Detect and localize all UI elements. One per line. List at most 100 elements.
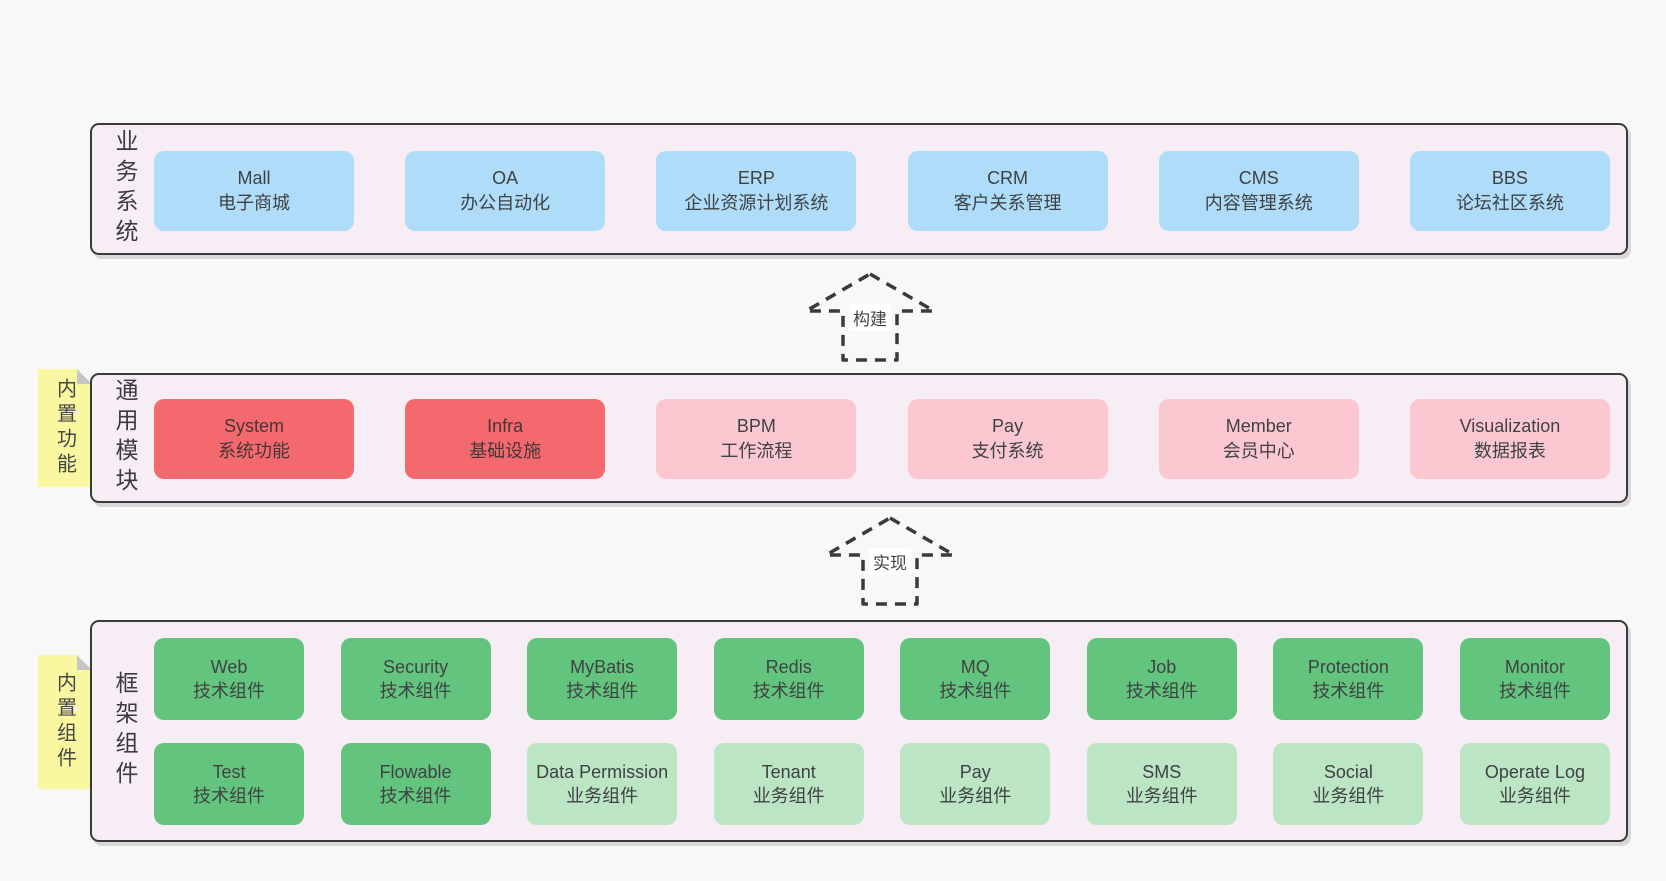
box-title: OA xyxy=(492,168,519,188)
box-title: CRM xyxy=(987,168,1029,188)
box-subtitle: 客户关系管理 xyxy=(953,193,1062,213)
box-title: Test xyxy=(212,762,246,782)
box-title: Mall xyxy=(237,168,271,188)
box-subtitle: 技术组件 xyxy=(379,786,452,806)
box-subtitle: 业务组件 xyxy=(1498,786,1571,806)
box-subtitle: 技术组件 xyxy=(752,681,825,701)
box-operate-log: Operate Log 业务组件 xyxy=(1459,743,1610,825)
box-title: BBS xyxy=(1491,168,1528,188)
box-subtitle: 会员中心 xyxy=(1222,441,1295,461)
business-boxes-row: Mall 电子商城 OA 办公自动化 ERP 企业资源计划系统 CRM 客户关系… xyxy=(154,151,1610,231)
box-title: Job xyxy=(1147,657,1177,677)
box-subtitle: 技术组件 xyxy=(379,681,452,701)
box-title: Member xyxy=(1225,416,1292,436)
build-arrow: 构建 xyxy=(802,271,938,363)
box-mybatis: MyBatis 技术组件 xyxy=(527,638,678,720)
box-subtitle: 业务组件 xyxy=(752,786,825,806)
box-subtitle: 论坛社区系统 xyxy=(1455,193,1564,213)
modules-boxes-row: System 系统功能 Infra 基础设施 BPM 工作流程 Pay 支付系统… xyxy=(154,399,1610,479)
box-subtitle: 电子商城 xyxy=(218,193,290,213)
box-subtitle: 内容管理系统 xyxy=(1204,193,1313,213)
box-subtitle: 企业资源计划系统 xyxy=(684,193,829,213)
box-title: Social xyxy=(1323,762,1373,782)
box-subtitle: 业务组件 xyxy=(939,786,1012,806)
components-row-1: Web 技术组件 Security 技术组件 MyBatis 技术组件 Redi… xyxy=(154,638,1610,720)
components-row-2: Test 技术组件 Flowable 技术组件 Data Permission … xyxy=(154,743,1610,825)
box-title: ERP xyxy=(737,168,775,188)
business-layer-label: 业务系统 xyxy=(112,129,138,249)
sticky-note-label: 内置组件 xyxy=(53,672,76,772)
box-subtitle: 工作流程 xyxy=(720,441,793,461)
implement-arrow-label: 实现 xyxy=(869,548,911,575)
framework-components-layer: 框架组件 Web 技术组件 Security 技术组件 MyBatis 技术组件… xyxy=(90,620,1628,842)
box-protection: Protection 技术组件 xyxy=(1273,638,1424,720)
box-subtitle: 技术组件 xyxy=(1312,681,1385,701)
box-title: Data Permission xyxy=(536,762,669,782)
up-arrow-icon xyxy=(824,516,956,606)
box-title: Pay xyxy=(992,416,1024,436)
box-title: System xyxy=(223,416,284,436)
business-systems-layer: 业务系统 Mall 电子商城 OA 办公自动化 ERP 企业资源计划系统 CRM… xyxy=(90,123,1628,255)
modules-layer-label: 通用模块 xyxy=(112,378,138,498)
box-oa: OA 办公自动化 xyxy=(405,151,606,231)
box-title: BPM xyxy=(736,416,776,436)
box-subtitle: 技术组件 xyxy=(193,786,265,806)
sticky-note-built-in-components: 内置组件 xyxy=(38,655,92,789)
box-test: Test 技术组件 xyxy=(154,743,304,825)
box-title: Tenant xyxy=(761,762,816,782)
box-social: Social 业务组件 xyxy=(1273,743,1424,825)
box-tenant: Tenant 业务组件 xyxy=(713,743,864,825)
box-subtitle: 业务组件 xyxy=(566,786,639,806)
box-redis: Redis 技术组件 xyxy=(713,638,864,720)
box-subtitle: 技术组件 xyxy=(566,681,639,701)
box-title: Visualization xyxy=(1459,416,1561,436)
box-title: Infra xyxy=(487,416,524,436)
box-subtitle: 支付系统 xyxy=(971,441,1044,461)
box-subtitle: 技术组件 xyxy=(939,681,1012,701)
box-subtitle: 业务组件 xyxy=(1312,786,1385,806)
box-infra: Infra 基础设施 xyxy=(405,399,606,479)
box-bbs: BBS 论坛社区系统 xyxy=(1409,151,1610,231)
implement-arrow: 实现 xyxy=(822,515,958,607)
box-subtitle: 技术组件 xyxy=(193,681,265,701)
box-title: MQ xyxy=(960,657,990,677)
components-layer-label: 框架组件 xyxy=(112,671,138,791)
box-title: Flowable xyxy=(379,762,452,782)
box-title: Web xyxy=(210,657,248,677)
box-crm: CRM 客户关系管理 xyxy=(907,151,1108,231)
box-title: CMS xyxy=(1238,168,1279,188)
box-sms: SMS 业务组件 xyxy=(1086,743,1237,825)
box-title: Protection xyxy=(1307,657,1389,677)
box-subtitle: 业务组件 xyxy=(1125,786,1198,806)
up-arrow-icon xyxy=(804,272,936,362)
box-title: SMS xyxy=(1142,762,1182,782)
box-mq: MQ 技术组件 xyxy=(900,638,1051,720)
box-subtitle: 数据报表 xyxy=(1473,441,1546,461)
box-member: Member 会员中心 xyxy=(1158,399,1359,479)
box-data-permission: Data Permission 业务组件 xyxy=(527,743,678,825)
box-title: Operate Log xyxy=(1484,762,1585,782)
box-title: Pay xyxy=(959,762,991,782)
box-title: Redis xyxy=(765,657,812,677)
box-job: Job 技术组件 xyxy=(1086,638,1237,720)
box-title: Monitor xyxy=(1504,657,1565,677)
box-web: Web 技术组件 xyxy=(154,638,304,720)
box-monitor: Monitor 技术组件 xyxy=(1459,638,1610,720)
sticky-note-label: 内置功能 xyxy=(53,378,76,478)
sticky-note-built-in-features: 内置功能 xyxy=(38,369,92,487)
box-subtitle: 办公自动化 xyxy=(460,193,551,213)
box-subtitle: 基础设施 xyxy=(469,441,542,461)
box-mall: Mall 电子商城 xyxy=(154,151,354,231)
box-title: Security xyxy=(383,657,449,677)
box-subtitle: 技术组件 xyxy=(1125,681,1198,701)
build-arrow-label: 构建 xyxy=(849,304,891,331)
box-flowable: Flowable 技术组件 xyxy=(340,743,491,825)
box-security: Security 技术组件 xyxy=(340,638,491,720)
box-erp: ERP 企业资源计划系统 xyxy=(656,151,857,231)
box-bpm: BPM 工作流程 xyxy=(656,399,857,479)
box-subtitle: 技术组件 xyxy=(1498,681,1571,701)
box-pay-module: Pay 支付系统 xyxy=(907,399,1108,479)
box-title: MyBatis xyxy=(570,657,635,677)
box-pay-component: Pay 业务组件 xyxy=(900,743,1051,825)
